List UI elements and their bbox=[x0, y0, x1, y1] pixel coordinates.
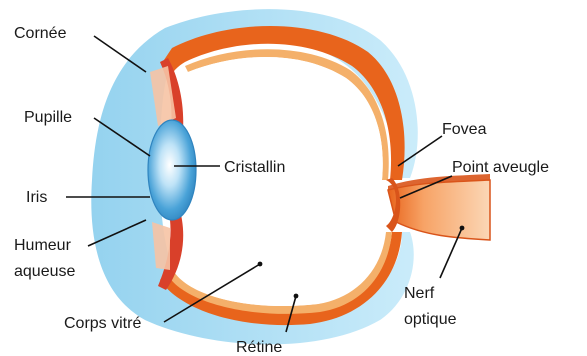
label-corps-vitre: Corps vitré bbox=[64, 315, 141, 332]
label-iris: Iris bbox=[26, 189, 47, 206]
label-aqueuse: aqueuse bbox=[14, 263, 75, 280]
label-cornee: Cornée bbox=[14, 25, 67, 42]
dot-retine bbox=[294, 294, 299, 299]
vitreous-body bbox=[172, 57, 383, 306]
dot-nerf bbox=[460, 226, 465, 231]
lens-crystallin bbox=[148, 120, 196, 220]
label-point-aveugle: Point aveugle bbox=[452, 159, 549, 176]
optic-nerve bbox=[388, 180, 490, 240]
label-cristallin: Cristallin bbox=[224, 159, 285, 176]
label-nerf: Nerf bbox=[404, 285, 435, 302]
label-humeur: Humeur bbox=[14, 237, 72, 254]
label-retine: Rétine bbox=[236, 339, 282, 356]
dot-corps-vitre bbox=[258, 262, 263, 267]
label-fovea: Fovea bbox=[442, 121, 487, 138]
label-pupille: Pupille bbox=[24, 109, 72, 126]
label-optique: optique bbox=[404, 311, 457, 328]
